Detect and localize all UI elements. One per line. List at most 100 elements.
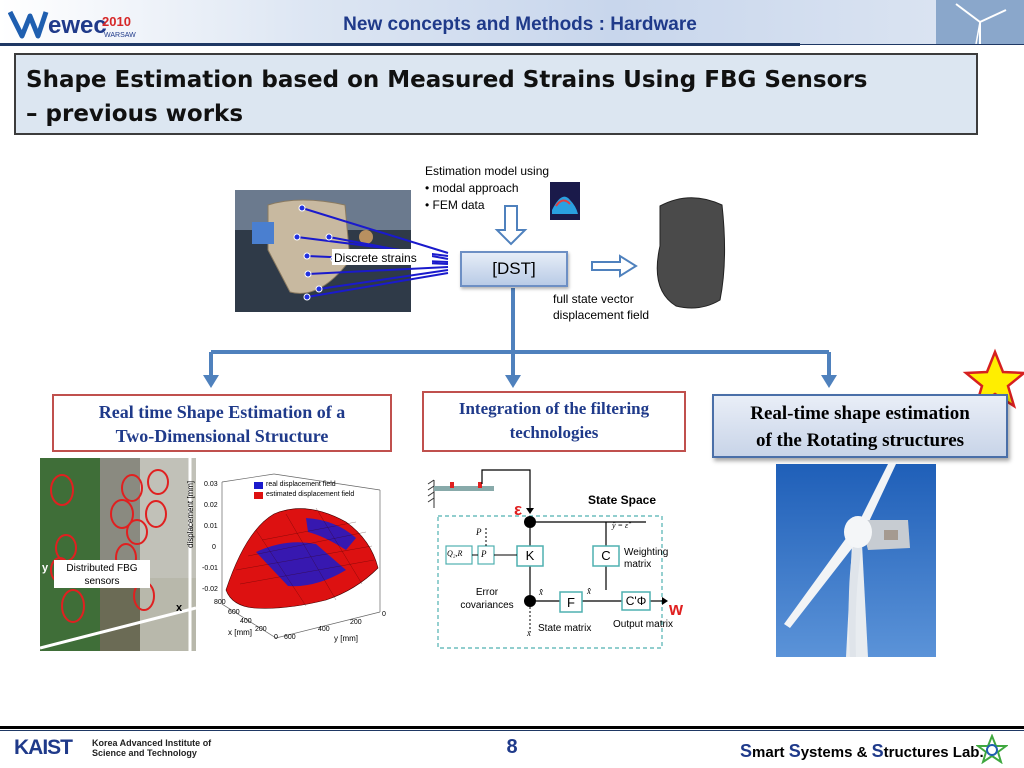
footer-divider (0, 726, 1024, 729)
x-tick-400: 400 (240, 618, 252, 625)
z-tick-4: 0 (212, 544, 216, 551)
displacement-plot (221, 473, 381, 639)
weighting-matrix-label: Weighting matrix (624, 547, 668, 571)
epsilon-symbol: ε (514, 500, 523, 519)
fbg-label: Distributed FBG sensors (54, 562, 150, 588)
state-space-title: State Space (588, 493, 657, 507)
lab-w2: ystems & (800, 744, 872, 761)
y-tick-0: 0 (382, 611, 386, 618)
y-tick-600: 600 (284, 634, 296, 641)
wind-turbine-header-image (936, 0, 1024, 44)
displacement-field-label: displacement field (553, 308, 650, 322)
right-arrow-icon (591, 254, 638, 278)
kaist-name-line2: Science and Technology (92, 748, 197, 758)
error-line2: covariances (460, 600, 514, 611)
xk1-label: x̂ (587, 586, 591, 596)
legend-real: real displacement field (266, 481, 336, 488)
x-tick-600: 600 (228, 609, 240, 616)
state-matrix-label: State matrix (538, 623, 592, 634)
k-block: K (525, 548, 535, 563)
x-tick-0: 0 (274, 634, 278, 641)
c-block: C (601, 548, 611, 563)
x-tick-200: 200 (255, 626, 267, 633)
estimation-item-modal: • modal approach (425, 181, 519, 195)
lab-logo-icon (976, 734, 1008, 764)
z-tick-6: -0.02 (202, 586, 218, 593)
header-bar (0, 0, 1024, 44)
box-filtering-line1: Integration of the filtering (458, 399, 650, 418)
pk-block: P (481, 549, 487, 559)
logo-year: 2010 (102, 14, 131, 29)
z-tick-3: 0.01 (204, 523, 218, 530)
p0-label: P (476, 527, 482, 537)
header-title: New concepts and Methods : Hardware (343, 14, 697, 35)
discrete-strains-label: Discrete strains (334, 251, 417, 265)
kaist-logo: KAIST (14, 736, 73, 759)
page-number: 8 (506, 736, 518, 758)
box-2d-structure: Real time Shape Estimation of a Two-Dime… (52, 394, 392, 452)
x-axis-label: x [mm] (228, 628, 252, 637)
logo-city: WARSAW (104, 32, 136, 39)
lab-name: Smart Systems & Structures Lab. (740, 741, 984, 762)
arrow-head-mid-icon (505, 375, 521, 388)
error-covariances-label: Error covariances (454, 586, 520, 612)
z-tick-1: 0.03 (204, 481, 218, 488)
arrow-head-right-icon (821, 375, 837, 388)
weighting-line1: Weighting (624, 547, 669, 558)
box-filtering-line2: technologies (509, 423, 599, 442)
box-rotating-line1: Real-time shape estimation (750, 403, 970, 424)
state-space-diagram (427, 469, 668, 649)
legend-estimated: estimated displacement field (266, 491, 355, 498)
lab-w1: mart (752, 744, 789, 761)
slide-title-box: Shape Estimation based on Measured Strai… (14, 53, 978, 135)
photo-axis-y: y (42, 562, 49, 574)
arrow-head-left-icon (203, 375, 219, 388)
y-axis-label: y [mm] (334, 634, 358, 643)
xk-label: x̂ (539, 587, 543, 597)
dst-box: [DST] (460, 251, 568, 287)
f-block: F (567, 595, 575, 610)
w-symbol: w (669, 599, 684, 619)
lab-w3: tructures Lab. (883, 744, 984, 761)
weighting-line2: matrix (624, 559, 652, 570)
fbg-label-line1: Distributed FBG (66, 563, 138, 574)
full-state-label: full state vector (553, 292, 634, 306)
estimation-model-heading: Estimation model using (425, 164, 550, 178)
slide-title: Shape Estimation based on Measured Strai… (26, 67, 868, 93)
ewec-logo: ewec 2010 WARSAW (8, 10, 136, 39)
header-divider-thin (800, 44, 1024, 45)
slide-subtitle: – previous works (26, 101, 244, 127)
wind-turbine-photo (776, 464, 936, 657)
lab-s2: S (788, 741, 801, 761)
header-divider (0, 43, 800, 46)
yk-label: ŷ = ε̂ (612, 521, 629, 530)
y-tick-400: 400 (318, 626, 330, 633)
box-filtering: Integration of the filtering technologie… (422, 391, 686, 452)
qr-block: Q₂,R (447, 549, 463, 558)
fbg-sensor-photo (40, 458, 196, 651)
output-matrix-label: Output matrix (613, 619, 674, 630)
lab-s3: S (871, 741, 884, 761)
box-rotating-line2: of the Rotating structures (755, 430, 965, 451)
error-line1: Error (475, 587, 499, 598)
kaist-name: Korea Advanced Institute of Science and … (92, 738, 211, 758)
footer-divider-thin (0, 730, 1024, 731)
fbg-label-line2: sensors (84, 576, 120, 587)
box-2d-line1: Real time Shape Estimation of a (98, 402, 346, 422)
estimation-item-fem: • FEM data (425, 198, 485, 212)
lab-s1: S (740, 741, 753, 761)
x-tick-800: 800 (214, 599, 226, 606)
x0-label: x (527, 628, 531, 638)
logo-text: ewec (48, 12, 107, 39)
z-tick-5: -0.01 (202, 565, 218, 572)
box-rotating: Real-time shape estimation of the Rotati… (712, 394, 1008, 458)
photo-axis-x: x (176, 602, 183, 614)
y-tick-200: 200 (350, 619, 362, 626)
z-axis-label: displacement [mm] (186, 480, 195, 548)
cphi-block: C'Φ (625, 594, 647, 608)
box-2d-line2: Two-Dimensional Structure (115, 426, 329, 446)
down-arrow-icon (494, 205, 528, 246)
z-tick-2: 0.02 (204, 502, 218, 509)
kaist-name-line1: Korea Advanced Institute of (92, 738, 212, 748)
